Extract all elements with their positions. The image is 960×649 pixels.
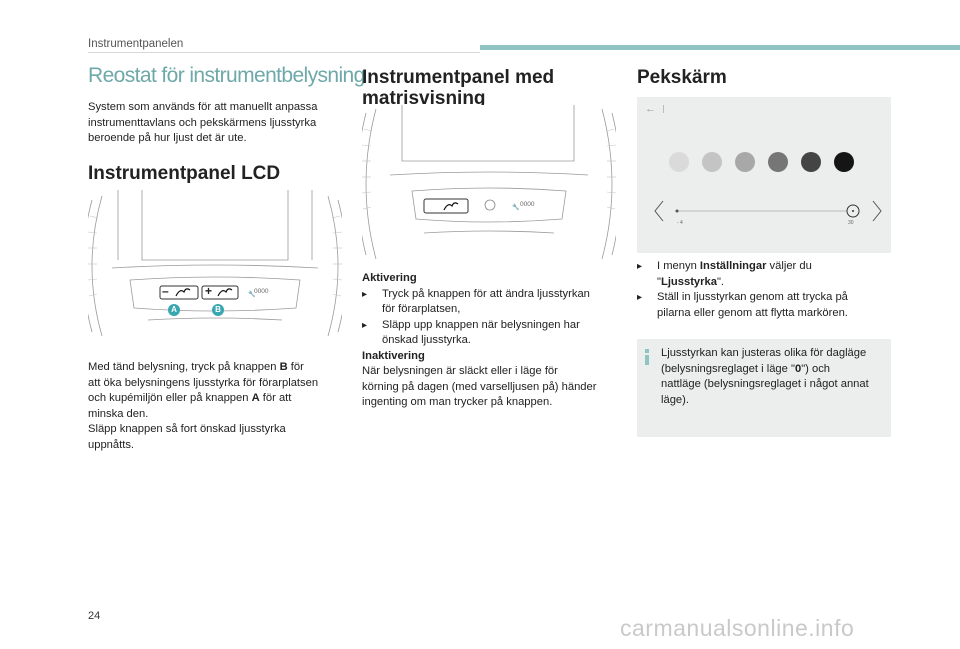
matrix-cluster-illustration: 🔧 0000 [362,105,616,263]
lcd-key-b: B [279,361,288,373]
list-item: ▸ Ställ in ljusstyrkan genom att trycka … [637,290,897,321]
plus-button-label: + [205,284,213,298]
info-line: nattläge (belysningsreglaget i något ann… [661,378,869,390]
info-icon [645,349,649,365]
lcd-text: Med tänd belysning, tryck på knappen [88,361,280,373]
header-accent-bar [480,45,960,50]
intro-line: System som används för att manuellt anpa… [88,101,318,113]
list-text: ". [716,275,725,288]
matrix-instructions: Aktivering ▸ Tryck på knappen för att än… [362,271,624,411]
info-line: läge). [661,393,689,406]
list-item: ▸ I menyn Inställningar väljer du "Ljuss… [637,259,897,290]
slider-left-arrow-icon [654,200,664,222]
matrix-cluster-drawing: 🔧 [362,105,616,260]
brightness-swatch [768,152,788,172]
slider-max-value: 30 [848,220,854,226]
info-line: (belysningsreglaget i läge " [661,362,795,375]
arrow-bullet-icon: ▸ [362,288,368,300]
lcd-cluster-drawing: 🔧 [88,190,342,337]
list-text: väljer du [766,260,812,272]
brightness-swatch [702,152,722,172]
arrow-bullet-icon: ▸ [362,319,368,331]
lcd-text: Släpp knappen så fort önskad ljusstyrka [88,423,286,435]
lcd-key-a: A [251,392,260,404]
lcd-cluster-illustration: 🔧 – + 0000 A B [88,190,342,342]
brightness-slider [654,200,882,222]
lcd-title: Instrumentpanel LCD [88,163,281,184]
header-separator [663,105,664,113]
deactivation-text: ingenting om man trycker på knappen. [362,396,553,408]
brightness-swatch [735,152,755,172]
list-item: ▸ Tryck på knappen för att ändra ljussty… [362,287,624,318]
arrow-bullet-icon: ▸ [637,292,643,303]
lcd-text: minska den. [88,407,149,420]
list-text: " [657,275,661,288]
info-line: Ljusstyrkan kan justeras olika för daglä… [661,347,867,359]
deactivation-label: Inaktivering [362,349,425,362]
odometer-readout: 0000 [520,201,535,208]
list-text: önskad ljusstyrka. [382,334,471,346]
svg-text:🔧: 🔧 [248,290,255,298]
brightness-swatch [801,152,821,172]
main-title: Reostat för instrumentbelysning [88,64,365,87]
deactivation-text: När belysningen är släckt eller i läge f… [362,365,558,377]
page-number: 24 [88,610,101,622]
arrow-bullet-icon: ▸ [637,261,643,272]
lcd-text: och kupémiljön eller på knappen [88,392,252,404]
info-note: Ljusstyrkan kan justeras olika för daglä… [637,339,891,437]
header-divider [88,52,480,53]
list-item: ▸ Släpp upp knappen när belysningen har ö… [362,318,624,349]
list-text: Tryck på knappen för att ändra ljusstyrk… [382,287,590,300]
lcd-text: för [287,361,304,373]
lcd-text: att öka belysningens ljusstyrka för föra… [88,376,319,389]
intro-text: System som används för att manuellt anpa… [88,100,348,147]
list-text: I menyn [657,260,700,272]
odometer-readout: 0000 [254,288,269,295]
list-text: Ställ in ljusstyrkan genom att trycka på [657,291,848,303]
slider-min-value: - 4 [677,220,683,226]
info-line: ") och [801,362,831,375]
slider-knob [846,204,860,218]
lcd-text: uppnåtts. [88,438,135,451]
activation-label: Aktivering [362,272,417,284]
matrix-title-line: matrisvisning [362,88,486,109]
minus-button-label: – [162,284,169,298]
svg-text:🔧: 🔧 [512,203,519,211]
intro-line: instrumenttavlans och pekskärmens ljusst… [88,116,317,129]
deactivation-text: körning på dagen (med varselljusen på) h… [362,380,597,393]
back-arrow-icon: ← [645,103,656,115]
touchscreen-title: Pekskärm [637,67,727,88]
brightness-swatches [669,152,854,172]
label-badge-b: B [212,304,224,316]
list-text: för förarplatsen, [382,303,461,315]
list-text: Släpp upp knappen när belysningen har [382,318,580,331]
matrix-title-line: Instrumentpanel med [362,67,555,88]
touchscreen-instructions: ▸ I menyn Inställningar väljer du "Ljuss… [637,259,897,321]
label-badge-a: A [168,304,180,316]
intro-line: beroende på hur ljust det är ute. [88,132,247,144]
lcd-instructions: Med tänd belysning, tryck på knappen B f… [88,360,350,453]
switch-position: 0 [794,362,802,375]
watermark: carmanualsonline.info [620,615,855,641]
menu-name: Inställningar [699,260,767,272]
matrix-title: Instrumentpanel med matrisvisning [362,67,554,109]
slider-right-arrow-icon [872,200,882,222]
info-note-text: Ljusstyrkan kan justeras olika för daglä… [661,346,889,408]
brightness-swatch [834,152,854,172]
section-header: Instrumentpanelen [88,38,184,50]
menu-option: Ljusstyrka [660,275,717,288]
brightness-swatch [669,152,689,172]
touchscreen-illustration: ← - 4 30 [637,97,891,253]
lcd-text: för att [259,392,292,404]
list-text: pilarna eller genom att flytta markören. [657,306,848,319]
